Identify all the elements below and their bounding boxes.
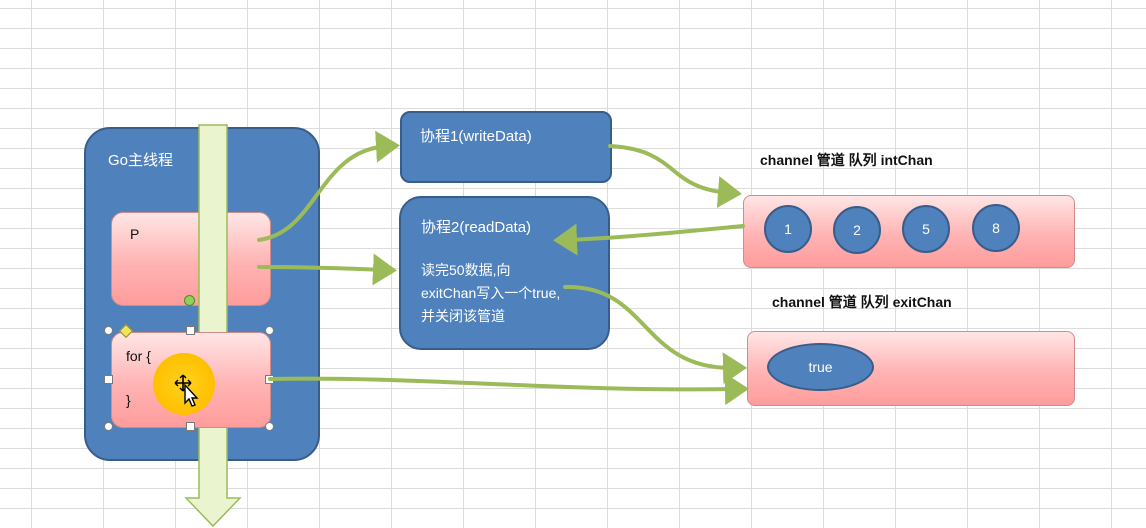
reader-desc-line2: exitChan写入一个true, xyxy=(421,285,561,301)
int-chan-item: 5 xyxy=(902,205,950,253)
exit-chan-title: channel 管道 队列 exitChan xyxy=(772,294,952,310)
for-loop-open: for { xyxy=(126,348,151,364)
int-chan-item: 8 xyxy=(972,204,1020,252)
p-label: P xyxy=(130,226,140,242)
selection-handle-left[interactable] xyxy=(104,375,113,384)
int-chan-item: 1 xyxy=(764,205,812,253)
reader-title: 协程2(readData) xyxy=(421,219,532,236)
main-thread-title: Go主线程 xyxy=(108,152,174,169)
writer-coroutine-box: 协程1(writeData) xyxy=(400,111,612,183)
arrow-p-to-writer xyxy=(257,130,400,242)
arrow-intchan-to-reader xyxy=(553,223,745,256)
rotate-handle[interactable] xyxy=(184,295,195,306)
arrow-writer-to-intchan xyxy=(608,144,742,209)
selection-handle-bottom-right[interactable] xyxy=(265,422,274,431)
reader-desc-line3: 并关闭该管道 xyxy=(421,308,505,324)
writer-title: 协程1(writeData) xyxy=(420,128,532,145)
selection-handle-top-right[interactable] xyxy=(265,326,274,335)
for-loop-close: } xyxy=(126,392,131,408)
selection-handle-bottom[interactable] xyxy=(186,422,195,431)
p-box: P xyxy=(111,212,271,306)
reader-desc-line1: 读完50数据,向 xyxy=(421,262,511,278)
int-chan-item: 2 xyxy=(833,206,881,254)
int-chan-title: channel 管道 队列 intChan xyxy=(760,152,933,168)
arrow-reader-to-exitchan xyxy=(563,284,747,385)
arrow-for-to-exitchan xyxy=(268,373,749,406)
selection-handle-top-left[interactable] xyxy=(104,326,113,335)
cursor-highlight xyxy=(153,353,215,415)
exit-chan-item: true xyxy=(767,343,874,391)
arrow-p-to-reader xyxy=(257,253,397,286)
selection-handle-top[interactable] xyxy=(186,326,195,335)
reader-coroutine-box: 协程2(readData) 读完50数据,向 exitChan写入一个true,… xyxy=(399,196,610,350)
selection-handle-bottom-left[interactable] xyxy=(104,422,113,431)
